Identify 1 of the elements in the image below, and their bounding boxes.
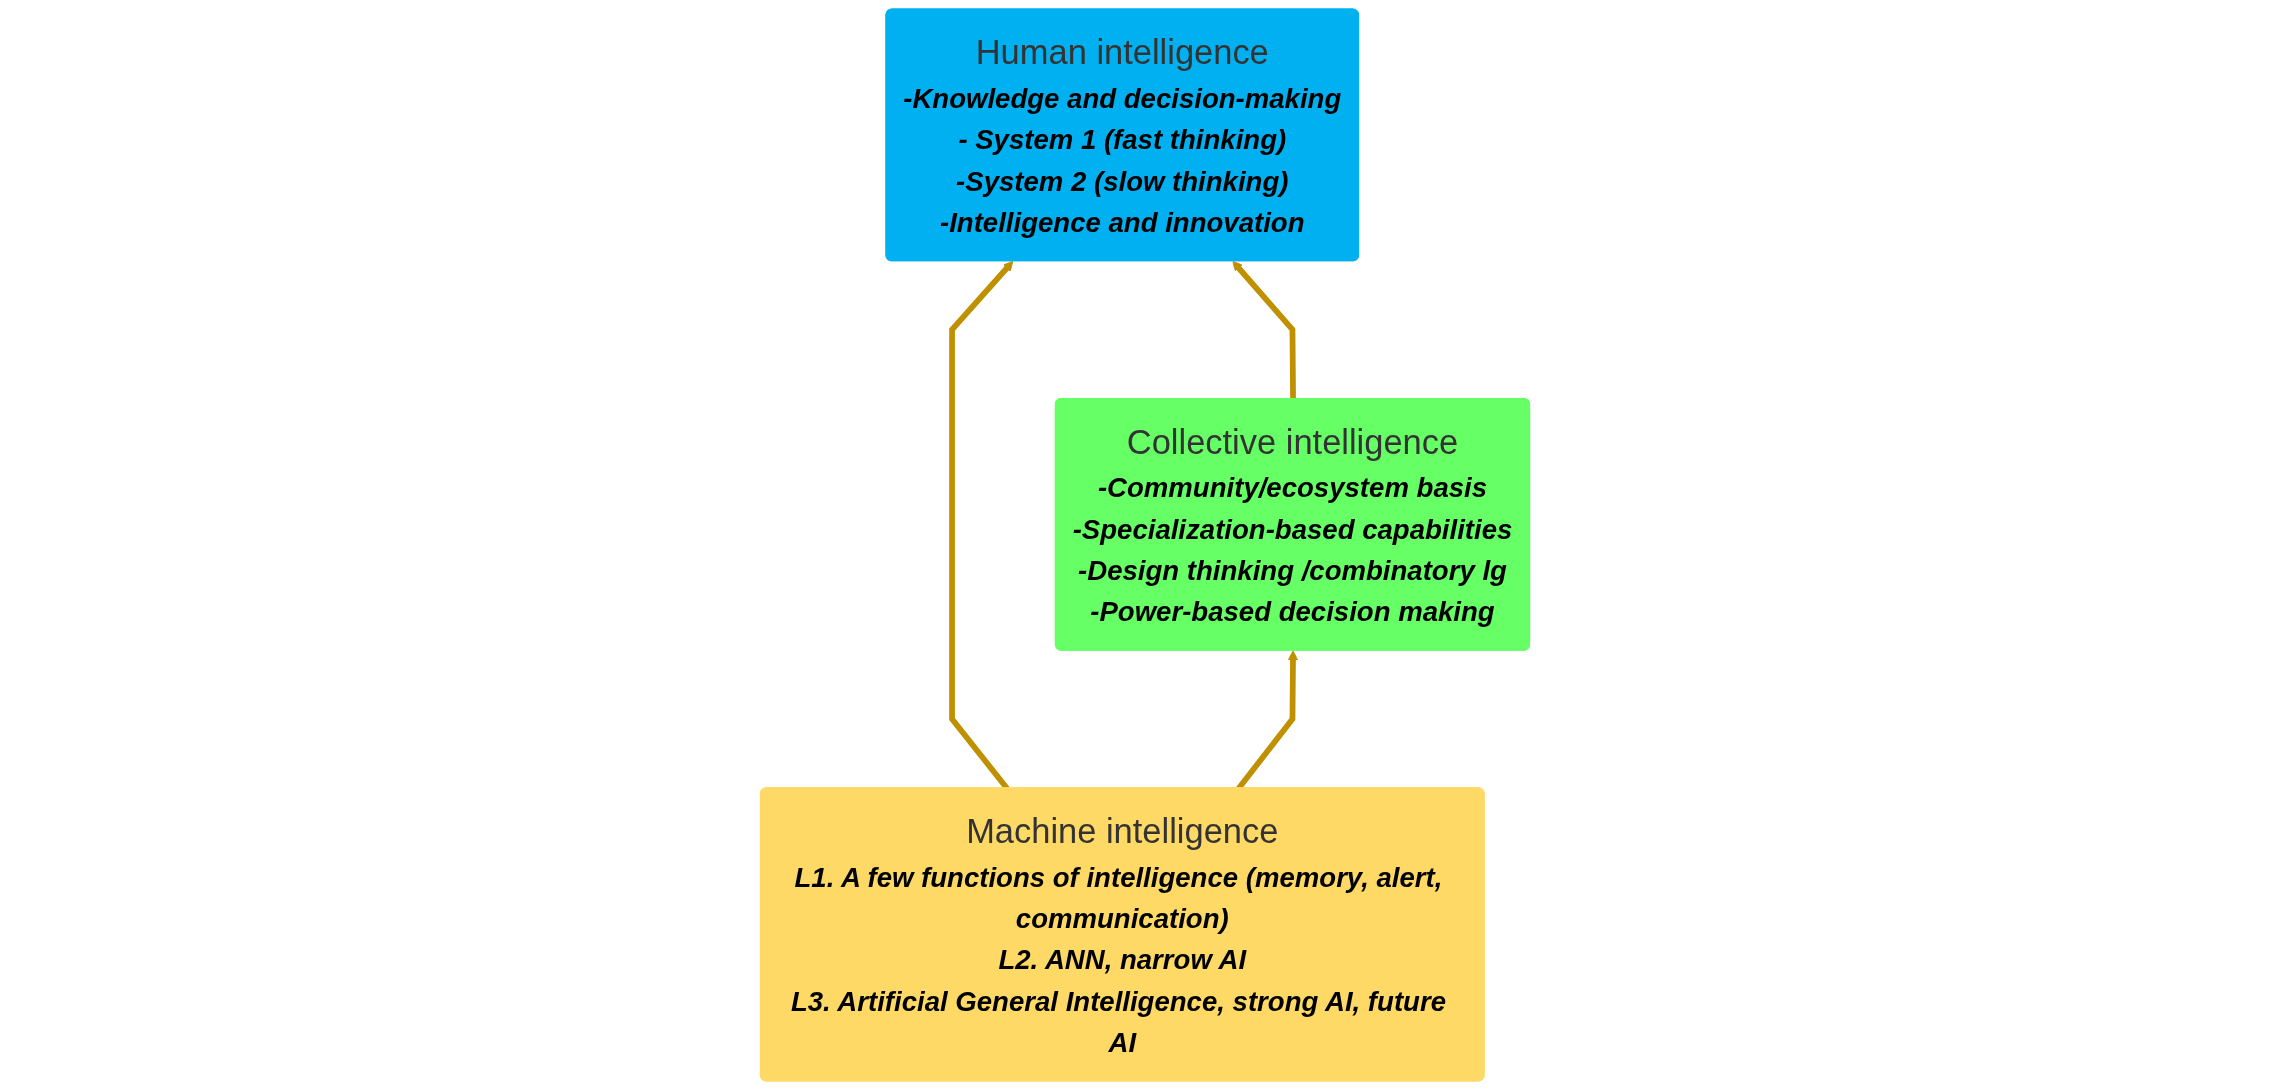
arrow (1232, 260, 1296, 400)
